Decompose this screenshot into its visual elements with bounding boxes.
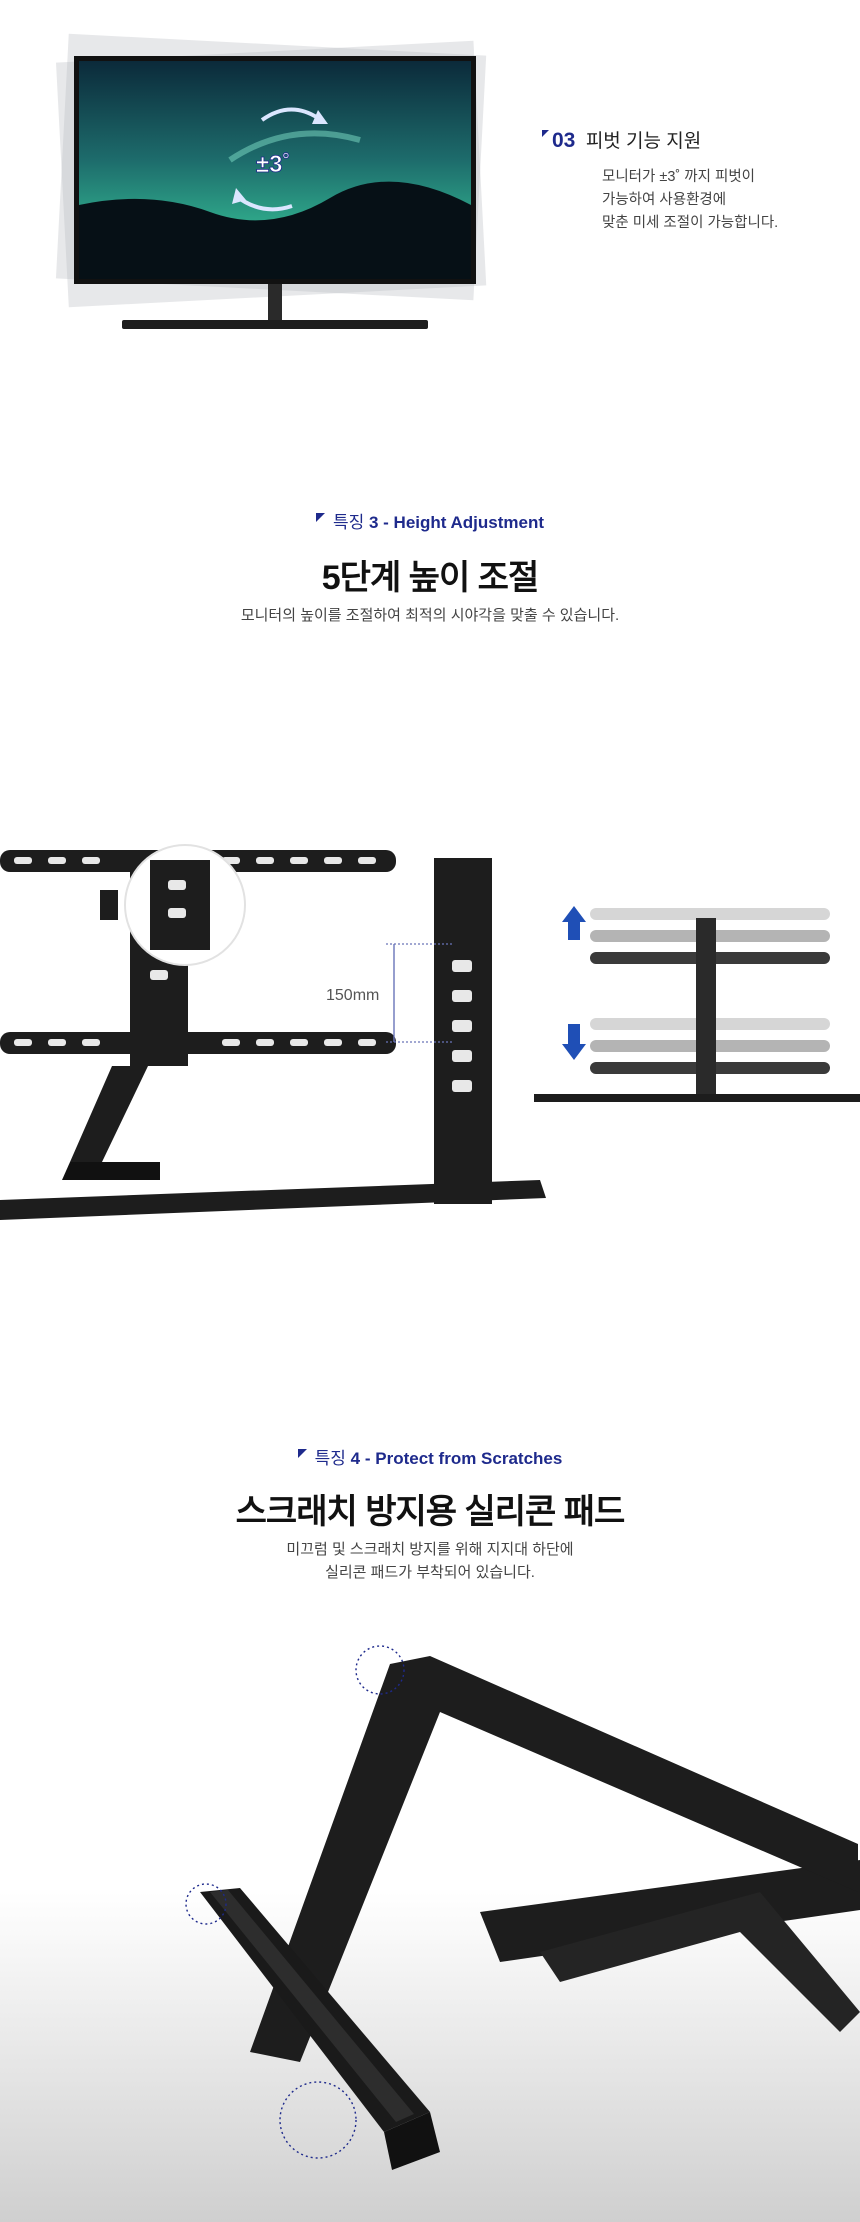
angle-badge: ±3˚ [256,151,291,178]
corner-mark-icon [297,1449,307,1458]
pivot-desc-line: 모니터가 ±3˚ 까지 피벗이 [602,169,755,185]
pad-highlight-circle [355,1645,405,1695]
pivot-desc-line: 가능하여 사용환경에 [602,192,727,208]
height-section: 특징 3 - Height Adjustment 5단계 높이 조절 모니터의 … [0,360,860,1320]
section-title: 5단계 높이 조절 [321,559,539,597]
feature-tag: 특징 4 - Protect from Scratches [0,1444,860,1469]
tag-number: 4 - [350,1449,371,1468]
section-subtitle: 미끄럼 및 스크래치 방지를 위해 지지대 하단에 실리콘 패드가 부착되어 있… [0,1538,860,1584]
feature-number: 03 [552,129,576,152]
pivot-title: 피벗 기능 지원 [585,131,702,152]
tag-name: Height Adjustment [393,513,545,532]
pad-highlight-circle [279,2081,357,2159]
feature-tag: 특징 3 - Height Adjustment [0,508,860,533]
height-illustration: 150mm [0,844,860,1220]
down-arrow-icon [562,1024,586,1060]
corner-mark-icon [315,513,325,522]
pivot-section: ±3˚ 03 피벗 기능 지원 모니터가 ±3˚ 까지 피벗이 가능하여 사용환… [0,0,860,360]
pivot-description: 모니터가 ±3˚ 까지 피벗이 가능하여 사용환경에 맞춘 미세 조절이 가능합… [602,166,778,235]
tag-prefix: 특징 [332,513,365,532]
up-arrow-icon [562,906,586,940]
pivot-illustration: ±3˚ [55,33,487,329]
pad-highlight-circle [185,1883,227,1925]
silicone-pad-illustration [0,1645,860,2222]
tag-name: Protect from Scratches [375,1449,563,1468]
pivot-heading: 03 피벗 기능 지원 [542,126,702,153]
tag-prefix: 특징 [314,1449,346,1468]
stand-column-detail: 150mm [326,858,492,1204]
height-levels-diagram [534,906,860,1102]
rotate-arrow-icon [260,107,320,122]
pivot-desc-line: 맞춘 미세 조절이 가능합니다. [602,215,779,231]
subtitle-line: 미끄럼 및 스크래치 방지를 위해 지지대 하단에 [286,1541,574,1558]
measurement-label: 150mm [326,987,379,1004]
section-title: 스크래치 방지용 실리콘 패드 [235,1493,626,1531]
subtitle-line: 실리콘 패드가 부착되어 있습니다. [325,1564,535,1581]
stand-left [0,844,546,1220]
scratch-section: 특징 4 - Protect from Scratches 스크래치 방지용 실… [0,1320,860,2222]
corner-mark-icon [542,130,549,137]
section-subtitle: 모니터의 높이를 조절하여 최적의 시야각을 맞출 수 있습니다. [240,607,620,624]
tag-number: 3 - [368,513,389,532]
